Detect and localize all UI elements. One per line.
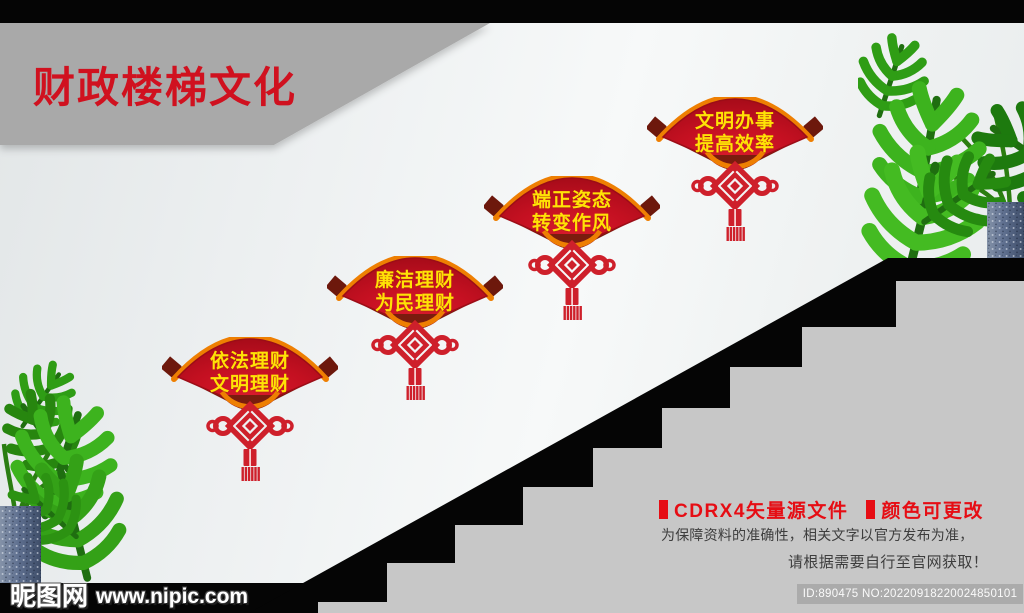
top-black-bar <box>0 0 1024 23</box>
right-plant-pot <box>987 202 1024 266</box>
left-plant-pot <box>0 506 41 592</box>
title-banner-shape <box>0 23 490 145</box>
fan-slogan: 廉洁理财 为民理财 <box>327 269 503 315</box>
fan-slogan-line1: 文明办事 <box>694 111 775 132</box>
file-id-text: ID:890475 NO:20220918220024850101 <box>802 588 1018 600</box>
poster-title: 财政楼梯文化 <box>33 64 298 111</box>
fan-slogan-line1: 廉洁理财 <box>374 270 455 291</box>
watermark-site-name: 昵图网 <box>10 581 89 611</box>
fan-plaque-4: 文明办事 提高效率 <box>647 97 823 247</box>
fan-plaque-1: 依法理财 文明理财 <box>162 337 338 487</box>
disclaimer-line2: 请根据需要自行至官网获取！ <box>788 554 989 571</box>
fan-slogan-line2: 为民理财 <box>374 293 455 314</box>
fan-slogan-line2: 提高效率 <box>694 134 775 155</box>
red-block-icon <box>659 500 668 519</box>
staircase-silhouette <box>249 258 1024 613</box>
fan-slogan-line2: 转变作风 <box>531 213 612 234</box>
red-block-icon <box>866 500 876 519</box>
left-plant <box>0 348 144 593</box>
right-plant <box>858 16 1024 266</box>
fan-slogan: 文明办事 提高效率 <box>647 110 823 156</box>
watermark: 昵图网 www.nipic.com <box>10 581 248 611</box>
source-file-label: CDRX4矢量源文件 <box>674 501 849 522</box>
fan-slogan: 端正姿态 转变作风 <box>484 189 660 235</box>
fan-slogan-line2: 文明理财 <box>209 374 290 395</box>
color-editable-label: 颜色可更改 <box>881 501 984 522</box>
file-id-badge: ID:890475 NO:20220918220024850101 <box>797 584 1023 604</box>
fan-plaque-3: 端正姿态 转变作风 <box>484 176 660 326</box>
file-format-notice: CDRX4矢量源文件 颜色可更改 <box>659 496 984 523</box>
understair-wall <box>318 281 1024 613</box>
watermark-site-url: www.nipic.com <box>96 585 249 608</box>
fan-slogan-line1: 端正姿态 <box>531 190 612 211</box>
fan-slogan-line1: 依法理财 <box>209 351 290 372</box>
disclaimer-line1: 为保障资料的准确性，相关文字以官方发布为准， <box>661 527 974 543</box>
fan-plaque-2: 廉洁理财 为民理财 <box>327 256 503 406</box>
fan-slogan: 依法理财 文明理财 <box>162 350 338 396</box>
